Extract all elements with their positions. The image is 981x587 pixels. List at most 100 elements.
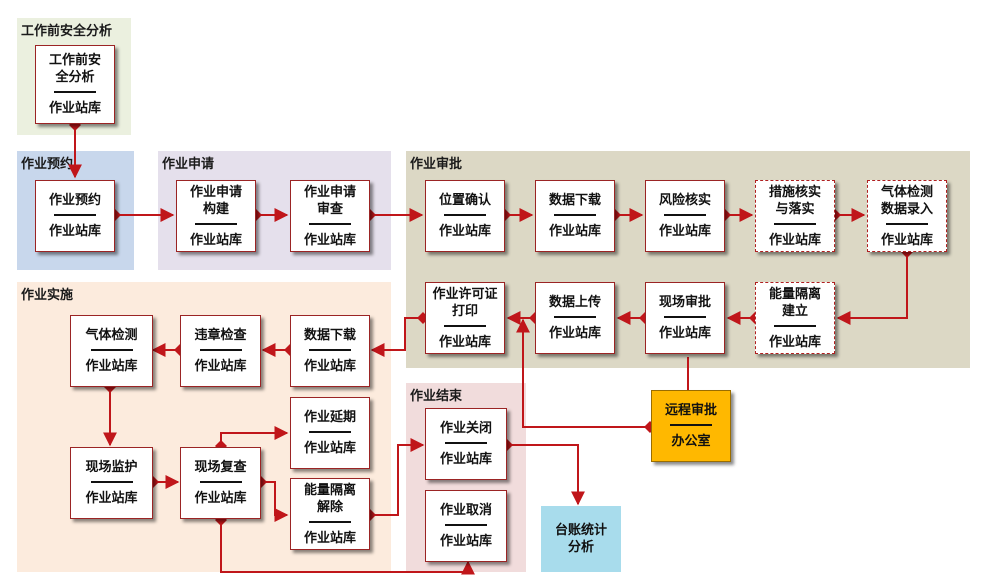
node-subtitle: 作业站库 xyxy=(303,530,356,546)
node-divider xyxy=(886,222,928,225)
node-gas-detect[interactable]: 气体检测 作业站库 xyxy=(70,315,153,387)
link-close-stats xyxy=(501,439,585,506)
node-title: 台账统计分析 xyxy=(554,523,607,555)
node-divider xyxy=(664,316,706,318)
node-divider xyxy=(199,349,242,351)
node-title: 数据下载 xyxy=(303,328,356,343)
node-title: 现场复查 xyxy=(194,460,247,475)
node-subtitle: 作业站库 xyxy=(880,232,933,248)
link-gas-energy xyxy=(836,246,913,325)
node-subtitle: 作业站库 xyxy=(303,232,356,248)
node-site-approve[interactable]: 现场审批 作业站库 xyxy=(645,282,725,354)
node-subtitle: 作业站库 xyxy=(548,326,601,341)
node-title: 作业取消 xyxy=(439,503,492,518)
node-divider xyxy=(444,214,486,216)
node-subtitle: 作业站库 xyxy=(194,491,247,506)
node-title: 作业预约 xyxy=(48,193,101,208)
node-subtitle: 办公室 xyxy=(671,434,711,449)
node-divider xyxy=(445,442,487,444)
node-divider xyxy=(90,349,133,351)
node-subtitle: 作业站库 xyxy=(194,359,247,374)
node-divider xyxy=(90,481,133,483)
region-title: 作业实施 xyxy=(21,288,74,303)
node-subtitle: 作业站库 xyxy=(439,452,492,467)
link-remote-print xyxy=(516,318,656,433)
node-divider xyxy=(195,222,237,225)
node-divider xyxy=(670,424,712,426)
node-divider xyxy=(554,316,596,318)
node-subtitle: 作业站库 xyxy=(48,224,101,239)
node-energy-isolation-build[interactable]: 能量隔离建立 作业站库 xyxy=(755,282,835,354)
node-divider xyxy=(445,524,487,526)
node-divider xyxy=(664,214,706,216)
node-title: 违章检查 xyxy=(194,328,247,343)
node-subtitle: 作业站库 xyxy=(189,232,242,248)
node-data-download[interactable]: 数据下载 作业站库 xyxy=(535,180,615,252)
node-divider xyxy=(774,324,816,327)
node-data-upload[interactable]: 数据上传 作业站库 xyxy=(535,282,615,354)
node-job-close[interactable]: 作业关闭 作业站库 xyxy=(425,408,507,480)
node-subtitle: 作业站库 xyxy=(768,232,821,248)
node-subtitle: 作业站库 xyxy=(438,334,491,350)
node-subtitle: 作业站库 xyxy=(303,441,356,456)
node-divider xyxy=(309,431,351,433)
node-title: 数据上传 xyxy=(548,295,601,310)
node-title: 作业申请审查 xyxy=(303,184,356,217)
node-title: 工作前安全分析 xyxy=(48,53,101,85)
node-title: 作业许可证打印 xyxy=(432,286,498,319)
node-subtitle: 作业站库 xyxy=(658,224,711,239)
node-title: 远程审批 xyxy=(664,403,717,418)
node-ledger-statistics[interactable]: 台账统计分析 xyxy=(541,506,621,572)
node-title: 作业延期 xyxy=(303,410,356,425)
node-divider xyxy=(54,91,96,93)
node-title: 措施核实与落实 xyxy=(768,184,821,217)
node-divider xyxy=(309,520,351,523)
node-violation-check[interactable]: 违章检查 作业站库 xyxy=(180,315,261,387)
node-subtitle: 作业站库 xyxy=(439,534,492,549)
node-subtitle: 作业站库 xyxy=(85,359,138,374)
link-recheck-cancel xyxy=(215,514,475,575)
node-divider xyxy=(554,214,596,216)
node-subtitle: 作业站库 xyxy=(548,224,601,239)
node-risk-verify[interactable]: 风险核实 作业站库 xyxy=(645,180,725,252)
region-title: 工作前安全分析 xyxy=(21,24,113,39)
node-subtitle: 作业站库 xyxy=(768,334,821,350)
node-apply-review[interactable]: 作业申请审查 作业站库 xyxy=(290,180,370,252)
region-title: 作业申请 xyxy=(162,157,215,172)
node-title: 位置确认 xyxy=(438,193,491,208)
node-title: 气体检测 xyxy=(85,328,138,343)
node-title: 风险核实 xyxy=(658,193,711,208)
node-site-recheck[interactable]: 现场复查 作业站库 xyxy=(180,447,261,519)
node-site-monitor[interactable]: 现场监护 作业站库 xyxy=(70,447,153,519)
node-divider xyxy=(54,214,96,216)
node-measure-verify[interactable]: 措施核实与落实 作业站库 xyxy=(755,180,835,252)
node-subtitle: 作业站库 xyxy=(303,359,356,374)
node-apply-build[interactable]: 作业申请构建 作业站库 xyxy=(176,180,256,252)
node-subtitle: 作业站库 xyxy=(48,101,101,116)
node-subtitle: 作业站库 xyxy=(658,326,711,341)
node-position-confirm[interactable]: 位置确认 作业站库 xyxy=(425,180,505,252)
node-permit-print[interactable]: 作业许可证打印 作业站库 xyxy=(425,282,505,354)
node-reservation[interactable]: 作业预约 作业站库 xyxy=(35,180,115,252)
node-title: 能量隔离建立 xyxy=(768,286,821,319)
link-release-close xyxy=(364,438,425,521)
node-title: 气体检测数据录入 xyxy=(880,184,933,217)
link-recheck-extend xyxy=(215,426,289,452)
node-gas-data-entry[interactable]: 气体检测数据录入 作业站库 xyxy=(867,180,947,252)
link-recheck-release xyxy=(255,476,289,522)
region-title: 作业结束 xyxy=(410,389,463,404)
node-title: 现场监护 xyxy=(85,460,138,475)
node-divider xyxy=(444,324,486,327)
node-subtitle: 作业站库 xyxy=(85,491,138,506)
node-subtitle: 作业站库 xyxy=(438,224,491,239)
node-energy-isolation-release[interactable]: 能量隔离解除 作业站库 xyxy=(290,478,370,550)
region-title: 作业审批 xyxy=(410,157,463,172)
node-job-extend[interactable]: 作业延期 作业站库 xyxy=(290,397,370,469)
node-divider xyxy=(309,349,351,351)
node-remote-approve[interactable]: 远程审批 办公室 xyxy=(651,390,731,462)
node-divider xyxy=(199,481,242,483)
node-pre-job-analysis[interactable]: 工作前安全分析 作业站库 xyxy=(35,45,115,124)
node-data-download-exec[interactable]: 数据下载 作业站库 xyxy=(290,315,370,387)
node-job-cancel[interactable]: 作业取消 作业站库 xyxy=(425,490,507,562)
